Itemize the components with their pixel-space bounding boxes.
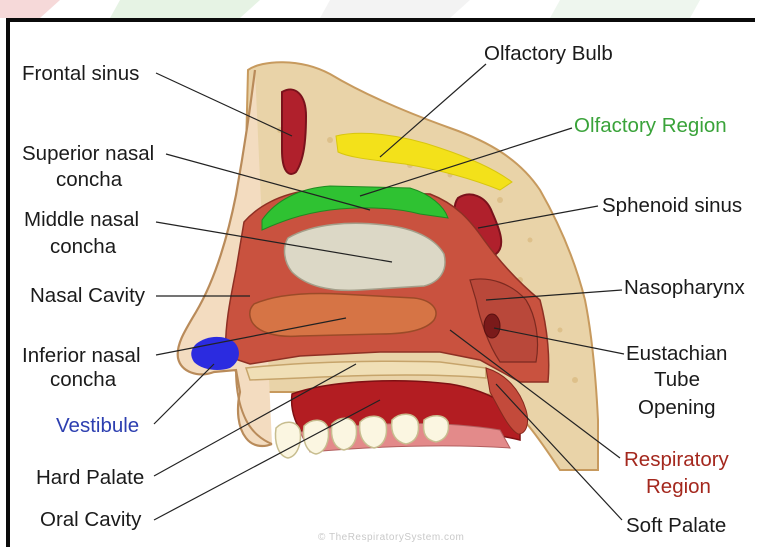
label-inferior-concha-2: concha [50,368,117,391]
label-middle-concha-2: concha [50,235,117,258]
label-superior-concha-1: Superior nasal [22,142,154,165]
label-nasopharynx: Nasopharynx [624,276,746,299]
eustachian-opening-shape [484,314,500,338]
label-superior-concha-2: concha [56,168,123,191]
label-soft-palate: Soft Palate [626,514,726,537]
label-eustachian-2: Tube [654,368,700,391]
leader-vestibule [154,364,214,424]
label-oral-cavity: Oral Cavity [40,508,142,531]
label-respiratory-1: Respiratory [624,448,730,471]
anatomy-illustration [178,62,598,470]
label-vestibule: Vestibule [56,414,139,437]
inferior-concha-shape [250,293,436,336]
watermark: © TheRespiratorySystem.com [318,532,464,543]
label-olfactory-bulb: Olfactory Bulb [484,42,613,65]
label-sphenoid-sinus: Sphenoid sinus [602,194,742,217]
label-eustachian-3: Opening [638,396,716,419]
label-middle-concha-1: Middle nasal [24,208,139,231]
label-respiratory-2: Region [646,475,711,498]
label-nasal-cavity: Nasal Cavity [30,284,146,307]
label-eustachian-1: Eustachian [626,342,727,365]
label-hard-palate: Hard Palate [36,466,144,489]
label-inferior-concha-1: Inferior nasal [22,344,141,367]
label-frontal-sinus: Frontal sinus [22,62,139,85]
label-olfactory-region: Olfactory Region [574,114,727,137]
